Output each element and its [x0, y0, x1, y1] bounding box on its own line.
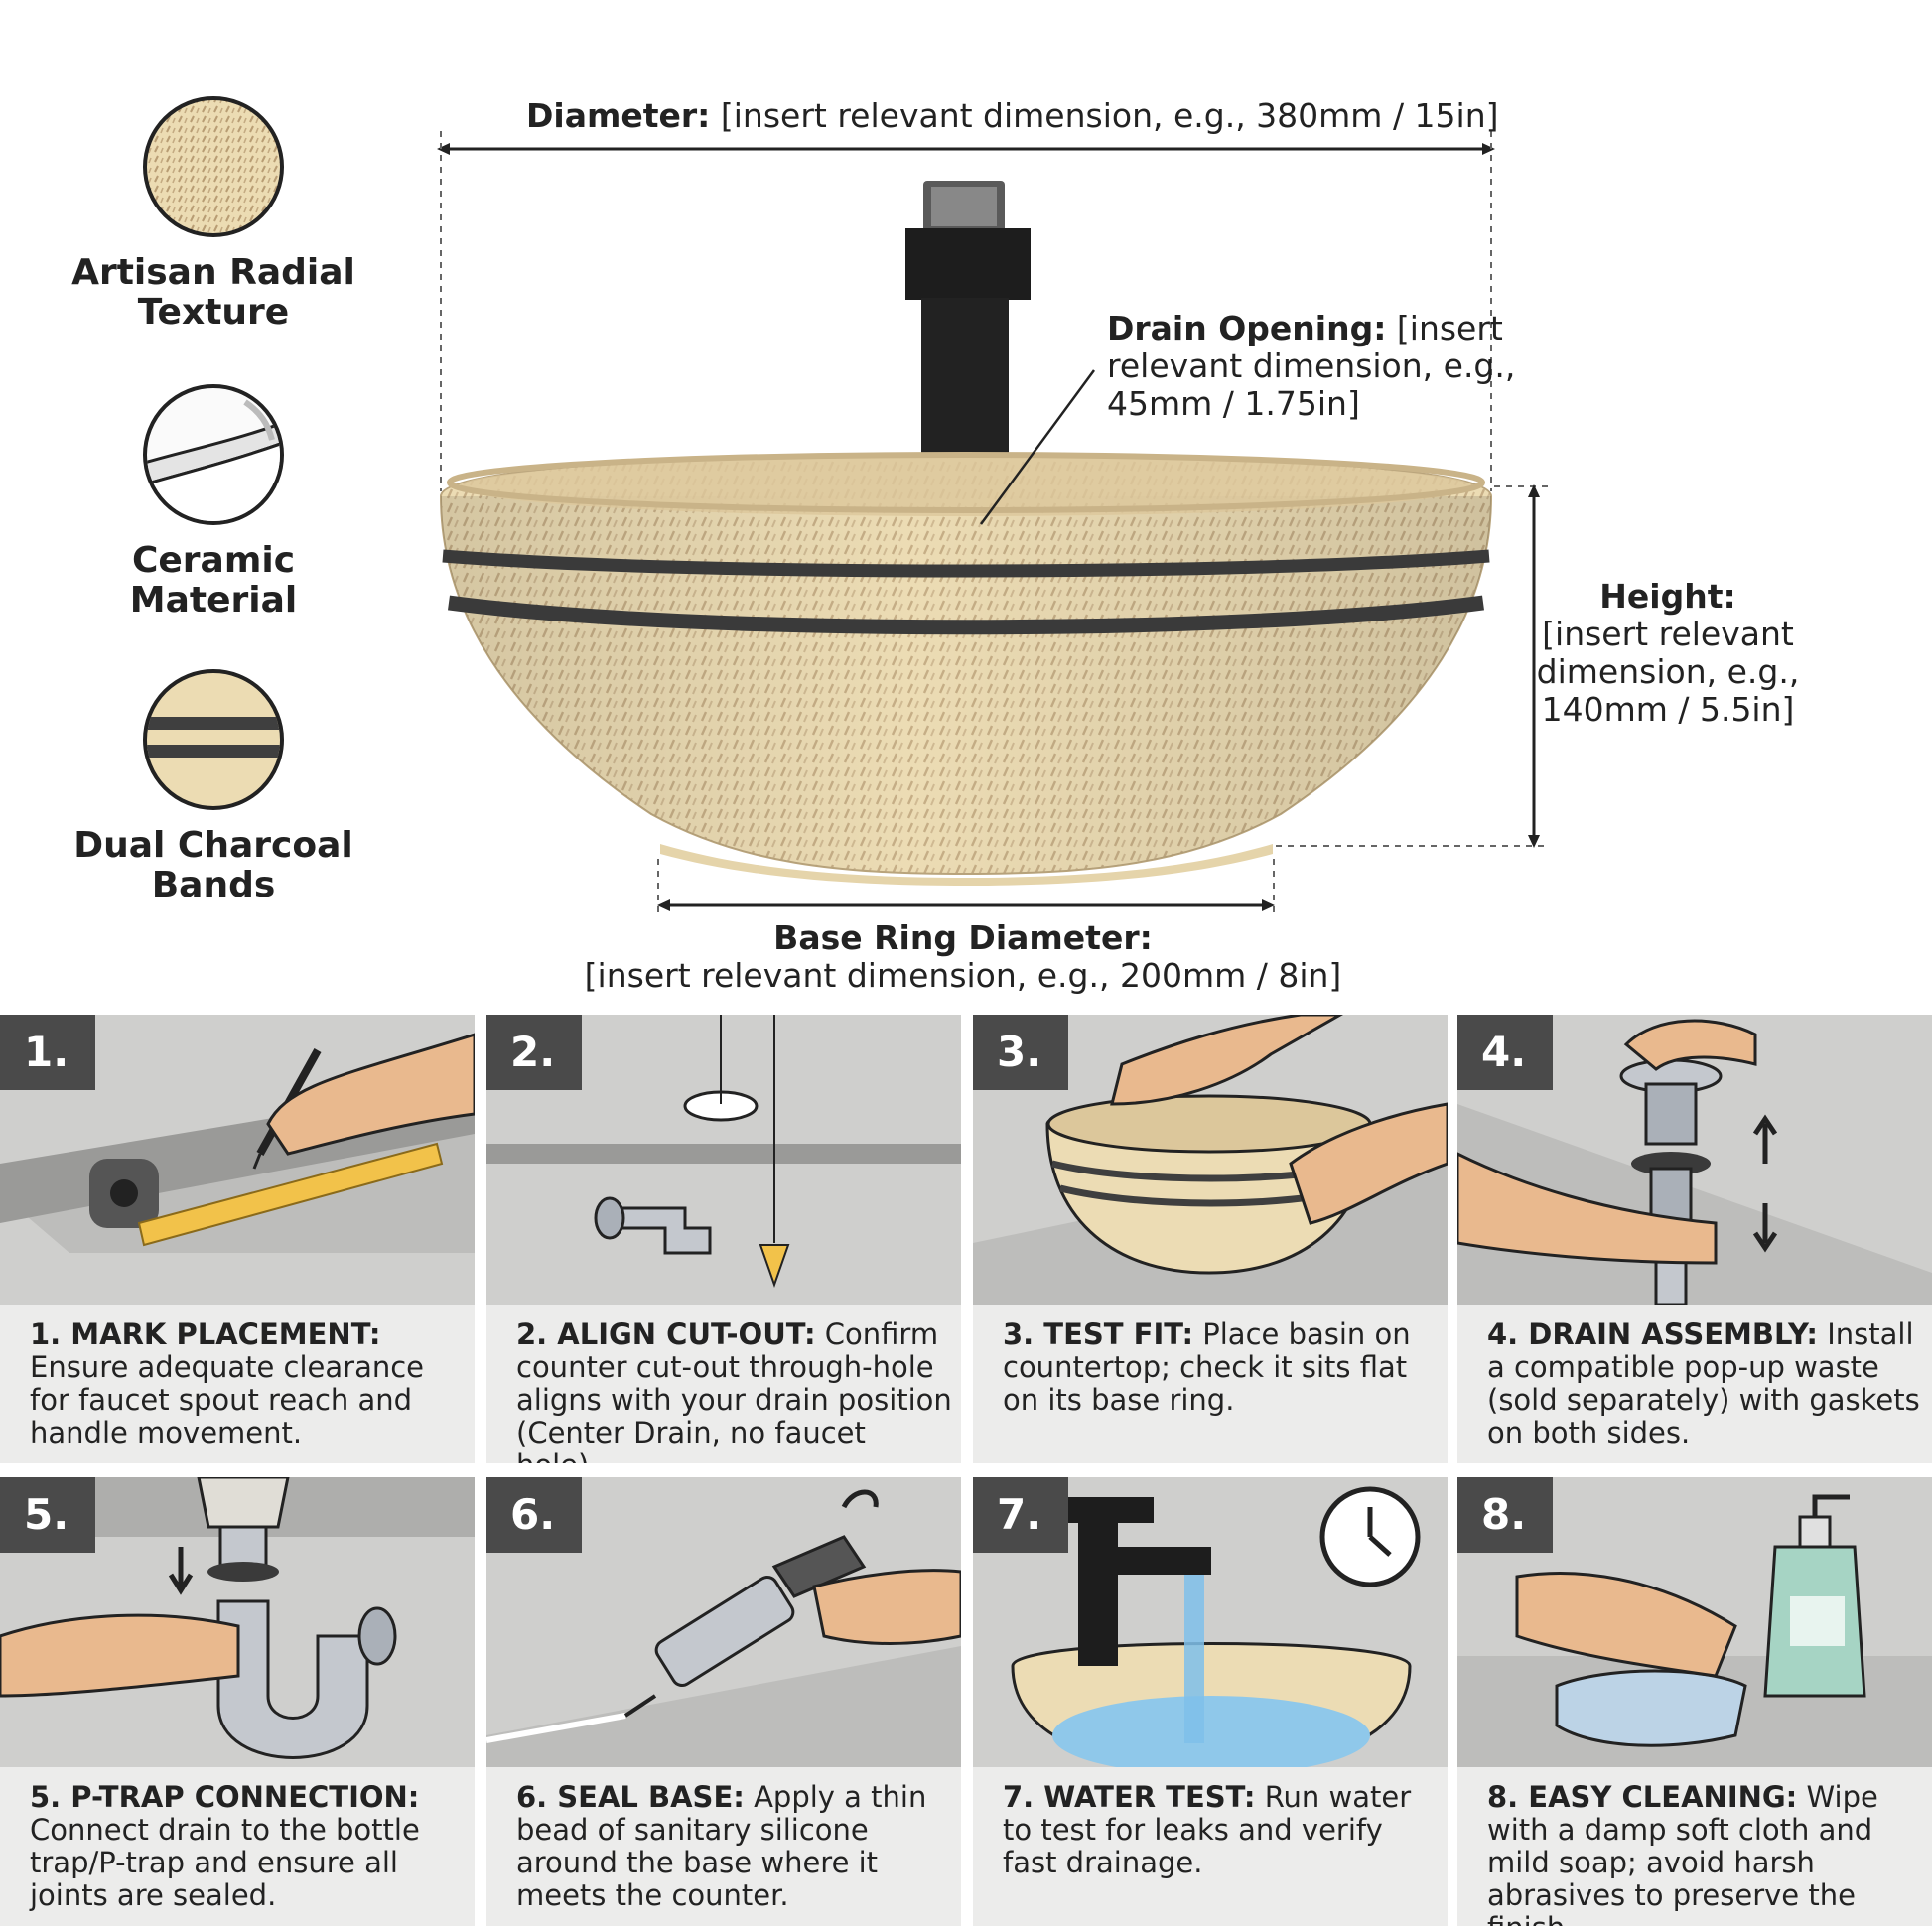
step-1-illustration: 1. [0, 1015, 475, 1305]
step-8-illustration: 8. [1457, 1477, 1932, 1767]
feature-charcoal-bands: Dual Charcoal Bands [69, 667, 357, 905]
step-5-illustration: 5. [0, 1477, 475, 1767]
step-2-illustration: 2. [486, 1015, 961, 1305]
drain-pipe-icon [614, 1206, 712, 1255]
hand-icon [266, 1033, 475, 1156]
step-7: 7. 7. WATER TEST: Run water to test for … [973, 1477, 1448, 1926]
installation-steps: 1. 1. MARK PLACEMENT: Ensure adequate cl… [0, 1015, 1932, 1932]
feature-ceramic: Ceramic Material [69, 382, 357, 621]
step-number-badge: 6. [486, 1477, 582, 1553]
step-3-illustration: 3. [973, 1015, 1448, 1305]
dimension-diagram: Diameter: [insert relevant dimension, e.… [437, 96, 1800, 995]
step-1: 1. 1. MARK PLACEMENT: Ensure adequate cl… [0, 1015, 475, 1463]
step-8: 8. 8. EASY CLEANING: Wipe with a damp so… [1457, 1477, 1932, 1926]
hand-icon [812, 1569, 961, 1645]
radial-texture-swatch-icon [143, 96, 284, 237]
step-caption: 8. EASY CLEANING: Wipe with a damp soft … [1487, 1780, 1878, 1927]
basin [439, 452, 1493, 886]
step-caption: 3. TEST FIT: Place basin on countertop; … [1003, 1317, 1411, 1417]
diameter-label: Diameter: [insert relevant dimension, e.… [526, 96, 1499, 135]
step-number-badge: 3. [973, 1015, 1068, 1090]
hand-icon [1623, 1019, 1757, 1071]
p-trap-icon [216, 1599, 369, 1759]
step-number-badge: 5. [0, 1477, 95, 1553]
faucet-icon [1078, 1507, 1118, 1666]
step-5: 5. 5. P-TRAP CONNECTION: Connect drain t… [0, 1477, 475, 1926]
drain-leader-line [979, 369, 1096, 525]
cloth-icon [1555, 1669, 1747, 1747]
hand-icon [0, 1613, 240, 1698]
step-6: 6. 6. SEAL BASE: Apply a thin bead of sa… [486, 1477, 961, 1926]
base-ring-label: Base Ring Diameter: [insert relevant dim… [584, 918, 1342, 995]
arrow-down-icon [1752, 1203, 1778, 1253]
feature-label: Dual Charcoal Bands [73, 825, 353, 905]
step-4-illustration: 4. [1457, 1015, 1932, 1305]
step-caption: 2. ALIGN CUT-OUT: Confirm counter cut-ou… [516, 1317, 952, 1464]
hand-icon [1515, 1572, 1737, 1678]
caulk-gun-icon [654, 1575, 795, 1688]
plumb-bob-icon [759, 1244, 790, 1289]
step-number-badge: 1. [0, 1015, 95, 1090]
feature-radial-texture: Artisan Radial Texture [69, 94, 357, 333]
step-caption: 5. P-TRAP CONNECTION: Connect drain to t… [30, 1780, 420, 1912]
arrow-up-icon [1752, 1114, 1778, 1164]
step-6-illustration: 6. [486, 1477, 961, 1767]
step-2: 2. 2. ALIGN CUT-OUT: Confirm counter cut… [486, 1015, 961, 1463]
step-caption: 6. SEAL BASE: Apply a thin bead of sanit… [516, 1780, 927, 1912]
height-label: Height: [insert relevant dimension, e.g.… [1536, 577, 1800, 729]
feature-label: Ceramic Material [129, 540, 298, 621]
step-3: 3. 3. TEST FIT: Place basin on counterto… [973, 1015, 1448, 1463]
step-number-badge: 7. [973, 1477, 1068, 1553]
water-stream [1184, 1575, 1204, 1743]
step-4: 4. 4. DRAIN ASSEMBLY: Install a compatib… [1457, 1015, 1932, 1463]
ceramic-layer-swatch-icon [143, 384, 284, 525]
drain-opening-label: Drain Opening: [insert relevant dimensio… [1107, 309, 1516, 423]
charcoal-bands-swatch-icon [143, 669, 284, 810]
step-caption: 4. DRAIN ASSEMBLY: Install a compatible … [1487, 1317, 1920, 1449]
ruler-icon [137, 1142, 444, 1247]
step-caption: 1. MARK PLACEMENT: Ensure adequate clear… [30, 1317, 425, 1449]
step-7-illustration: 7. [973, 1477, 1448, 1767]
faucet [905, 181, 1031, 457]
hand-icon [1110, 1015, 1344, 1106]
basin-illustration [437, 131, 1549, 915]
step-number-badge: 8. [1457, 1477, 1553, 1553]
arrow-down-icon [168, 1547, 194, 1595]
step-caption: 7. WATER TEST: Run water to test for lea… [1003, 1780, 1412, 1879]
feature-label: Artisan Radial Texture [71, 252, 355, 333]
water-pool [1052, 1696, 1370, 1767]
step-number-badge: 2. [486, 1015, 582, 1090]
step-number-badge: 4. [1457, 1015, 1553, 1090]
